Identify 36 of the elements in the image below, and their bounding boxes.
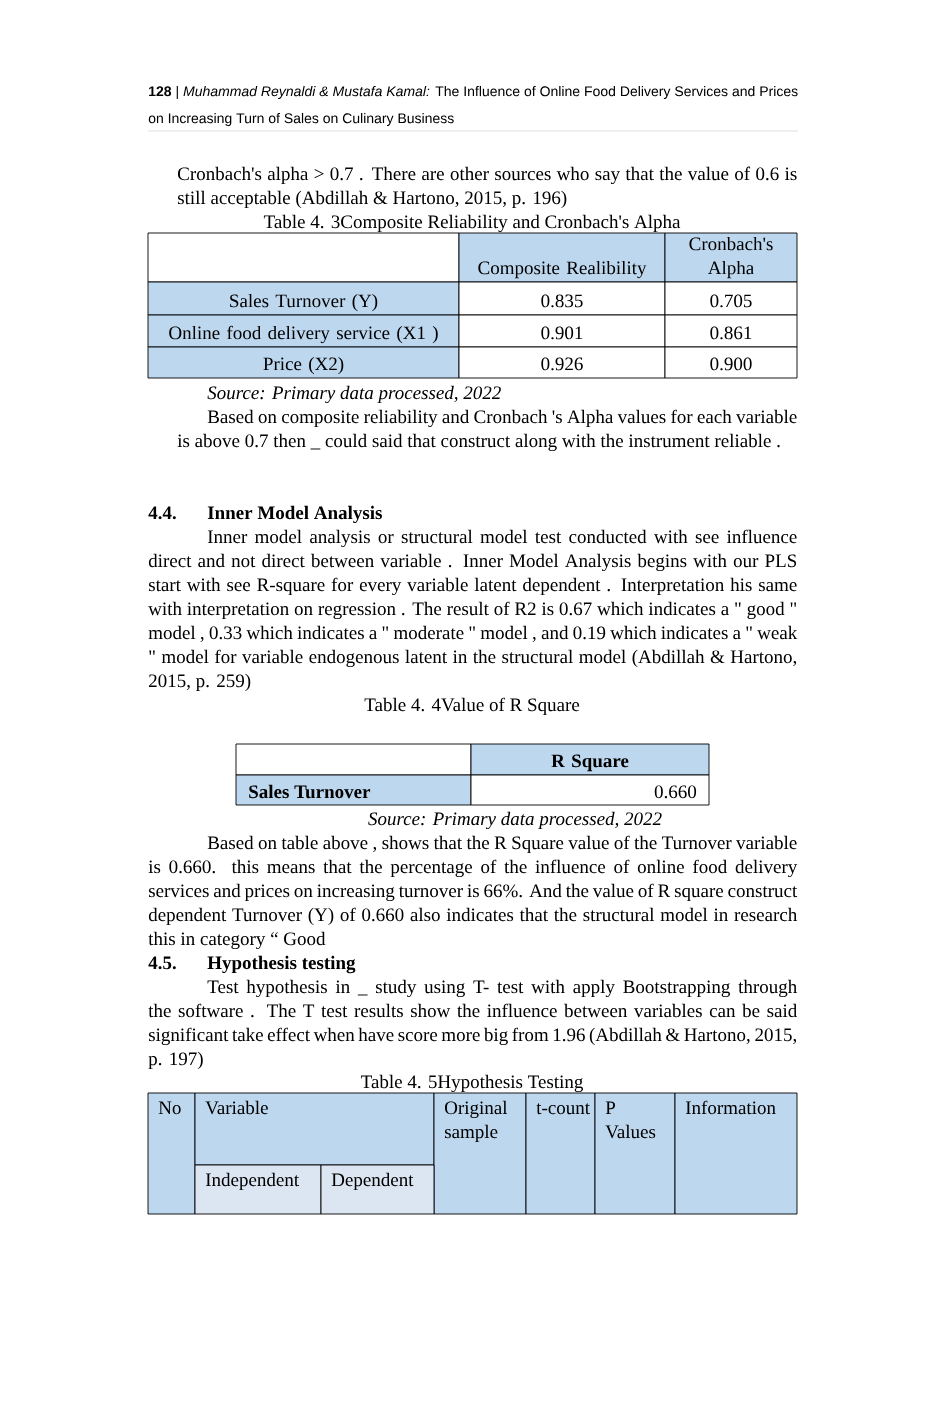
table-cell: 0.835 (458, 281, 666, 316)
table-cell: 0.900 (664, 346, 798, 379)
table-caption: Table 4. 5Hypothesis Testing (361, 1074, 583, 1093)
table-cell: R Square (470, 743, 710, 776)
paragraph: Inner model analysis or structural model test conducted with see influence direct and not direct between variable . Inner Model Analysis begins with our PLS start with see R-square for every variable latent dependent . Interpretation his same with interpretation on regression . The result of R2 is 0.67 which indicates a " good " model , 0.33 which indicates a " moderate " model , and 0.19 which indicates a " weak " model for variable endogenous latent in the structural model (Abdillah & Hartono, 2015, p. 259) (148, 529, 798, 692)
table-cell: 0.705 (664, 281, 798, 316)
paragraph: Test hypothesis in _ study using T- test with apply Bootstrapping through the software . The T test results show the influence between variables can be said significant take effect when have score more big from 1.96 (Abdillah & Hartono, 2015, p. 197) (148, 979, 798, 1070)
table-caption: Table 4. 4Value of R Square (364, 697, 580, 716)
paragraph: Based on table above , shows that the R Square value of the Turnover variable is 0.660. this means that the percentage of the influence of online food delivery services and prices on increasing turnover is 66%. And the value of R square construct dependent Turnover (Y) of 0.660 also indicates that the structural model in research this in category “ Good (148, 835, 798, 950)
table-cell: 0.861 (664, 314, 798, 348)
table-cell: P Values (594, 1092, 676, 1215)
table-cell: Independent (194, 1164, 322, 1215)
table-cell: 0.926 (458, 346, 666, 379)
table-cell: Information (674, 1092, 798, 1215)
table-caption: Table 4. 3Composite Reliability and Cronbach's Alpha (263, 214, 681, 233)
source-note: Source: Primary data processed, 2022 (207, 385, 501, 404)
table-cell: Dependent (320, 1164, 435, 1215)
table-cell: Price (X2) (147, 346, 460, 379)
running-header: 128 | Muhammad Reynaldi & Mustafa Kamal: The Influence of Online Food Delivery Services and Prices on Increasing Turn of Sales on Culinary Business (148, 85, 798, 126)
table-cell: Sales Turnover (Y) (147, 281, 460, 316)
paragraph: Based on composite reliability and Cronbach 's Alpha values for each variable is above 0.7 then _ could said that construct along with the instrument reliable . (177, 409, 797, 452)
table-cell: Online food delivery service (X1 ) (147, 314, 460, 348)
section-number: 4.5. (148, 956, 176, 970)
section-number: 4.4. (148, 506, 176, 520)
table-cell: 0.660 (470, 774, 710, 806)
table-cell: No (147, 1092, 196, 1215)
source-note: Source: Primary data processed, 2022 (368, 811, 662, 830)
section-heading: Inner Model Analysis (207, 505, 382, 524)
table-cell: Sales Turnover (235, 774, 472, 806)
table-cell: Composite Realibility (458, 232, 666, 283)
table-cell: 0.901 (458, 314, 666, 348)
section-heading: Hypothesis testing (207, 955, 356, 974)
table-cell: t-count (525, 1092, 596, 1215)
paragraph: Cronbach's alpha > 0.7 . There are other sources who say that the value of 0.6 is still acceptable (Abdillah & Hartono, 2015, p. 196) (178, 166, 797, 209)
table-cell: Cronbach's Alpha (664, 232, 798, 283)
table-cell: Original sample (433, 1092, 527, 1215)
